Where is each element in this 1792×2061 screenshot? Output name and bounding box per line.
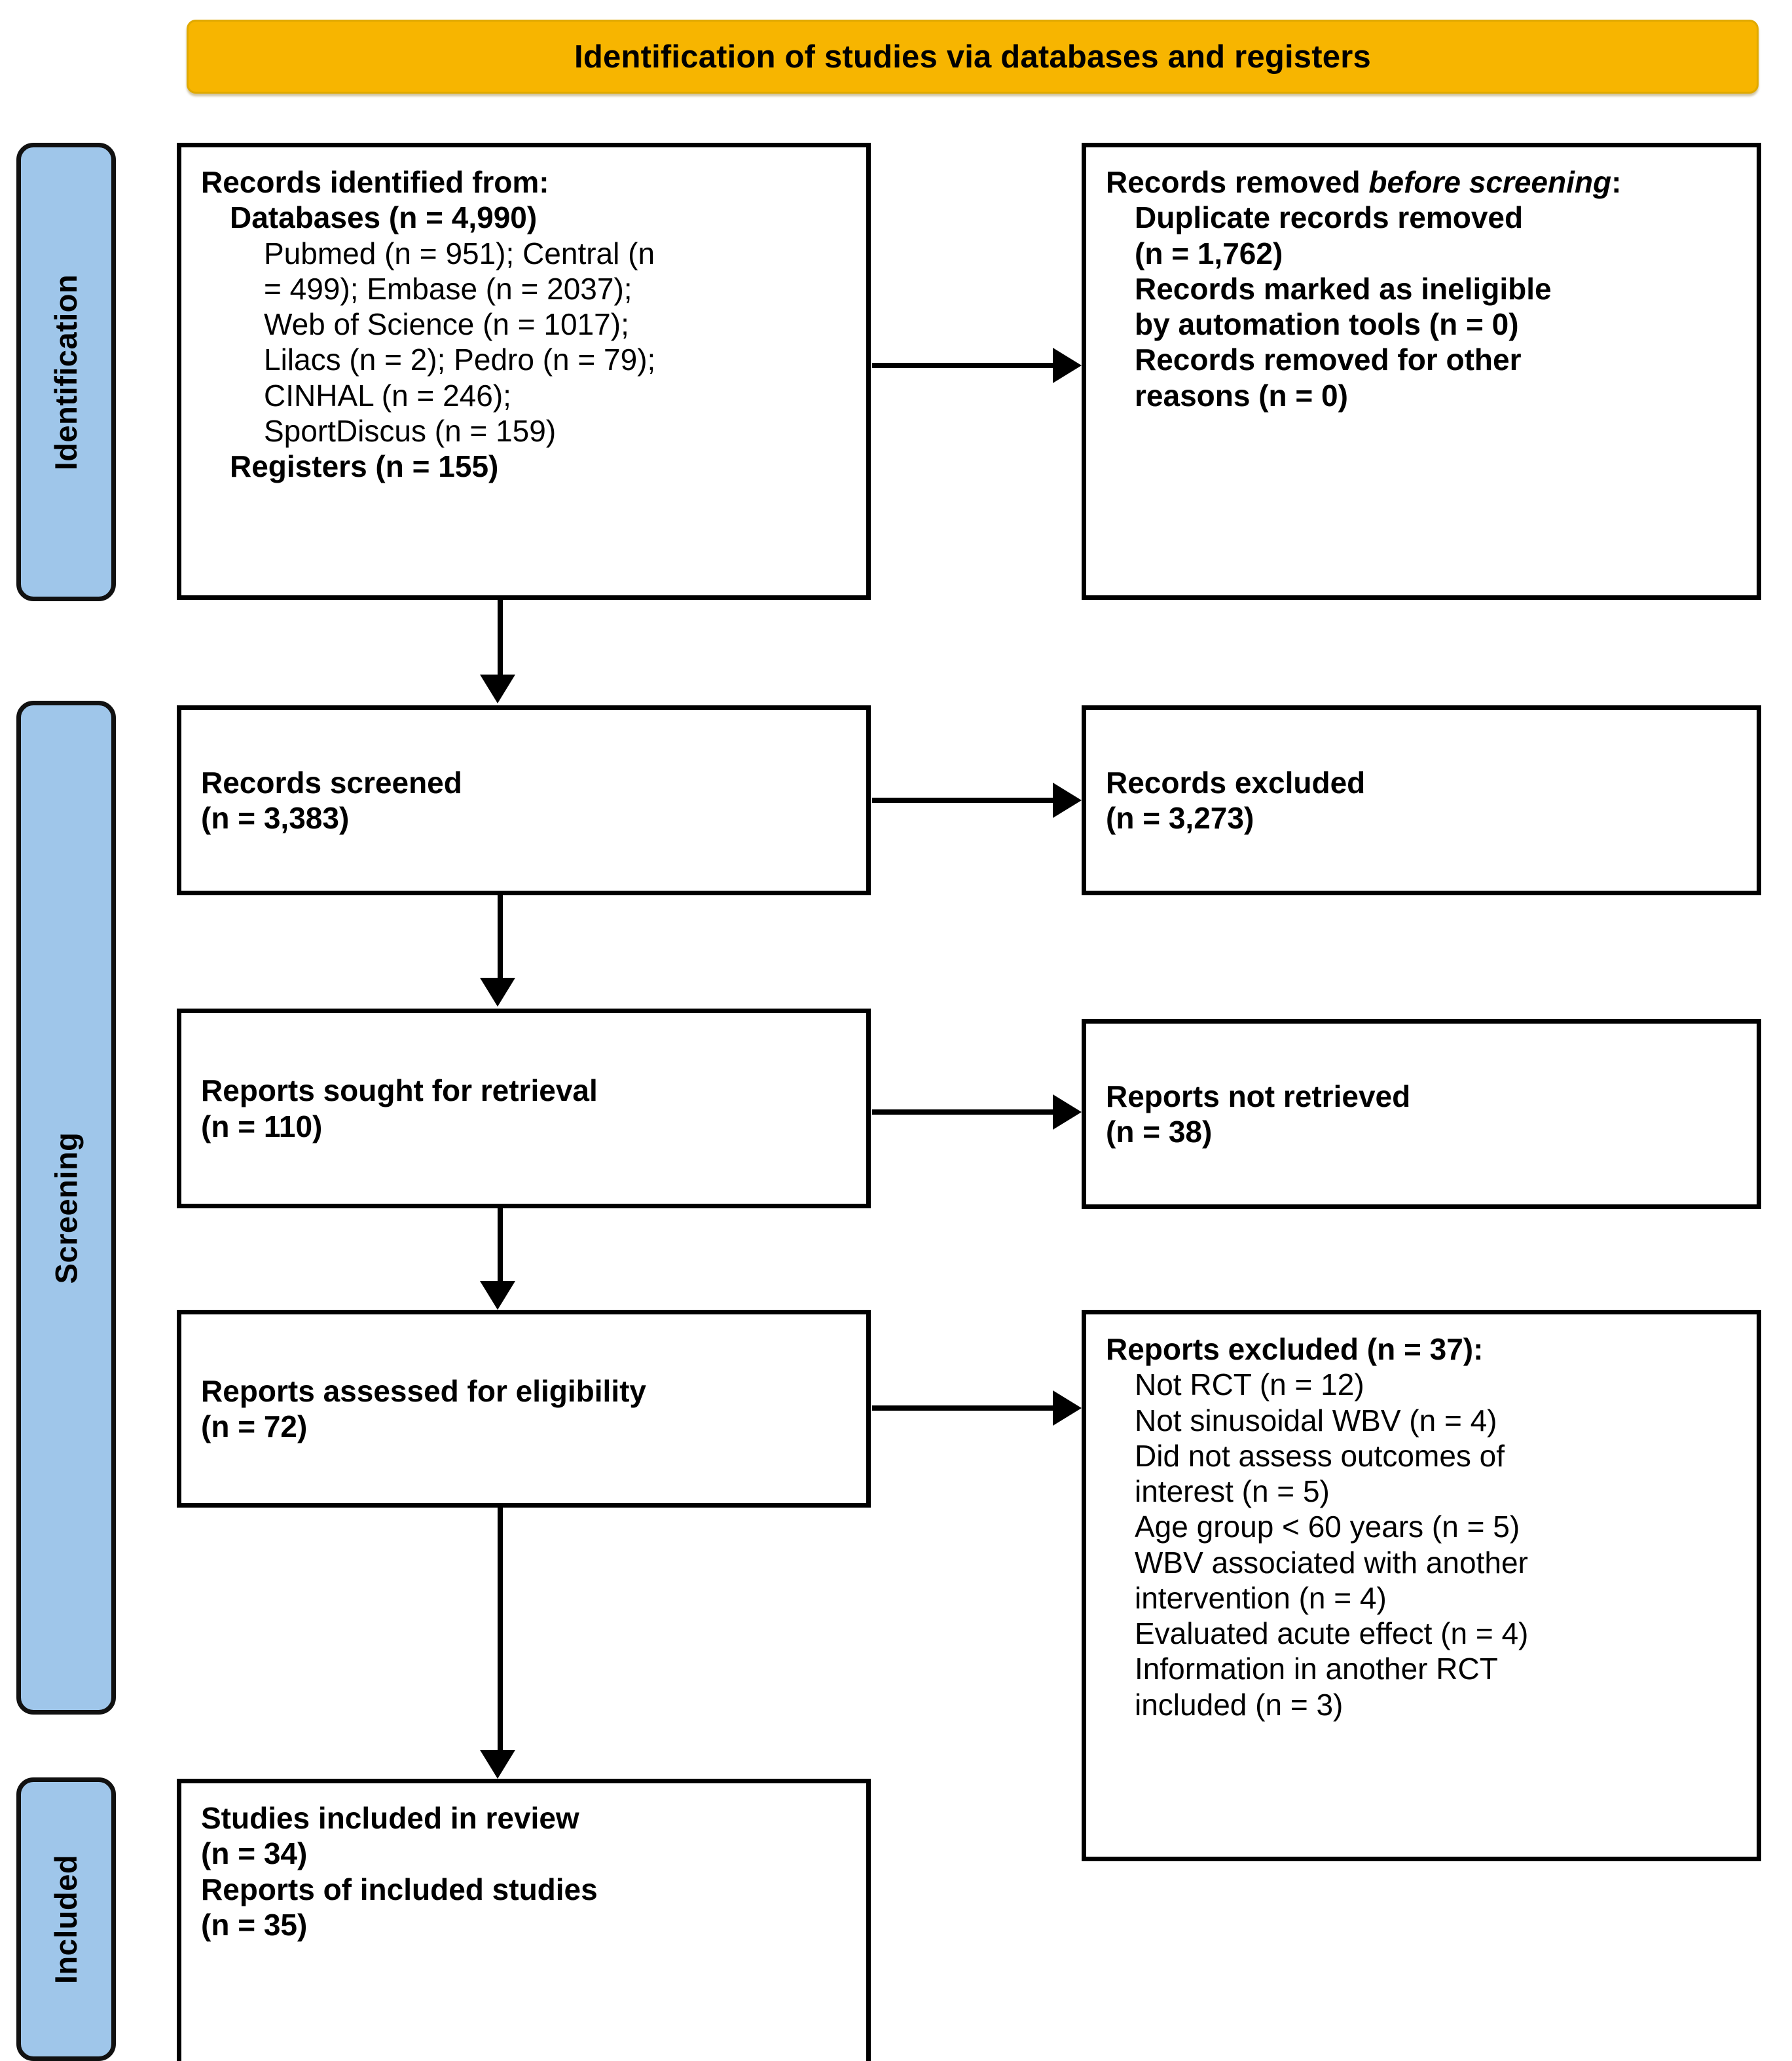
records-excluded-label: Records excluded: [1106, 765, 1366, 800]
stage-rail-identification: Identification: [16, 143, 116, 601]
records-identified-source-line: Web of Science (n = 1017);: [264, 307, 629, 342]
arrowhead-right-icon: [1053, 783, 1082, 818]
reports-excluded-reason: Evaluated acute effect (n = 4): [1135, 1616, 1529, 1651]
records-removed-heading-colon: :: [1611, 165, 1622, 199]
records-removed-item: reasons (n = 0): [1135, 378, 1348, 413]
records-removed-item: Duplicate records removed: [1135, 200, 1524, 235]
studies-included-count: (n = 34): [201, 1836, 308, 1871]
reports-excluded-reason: interest (n = 5): [1135, 1474, 1330, 1509]
studies-included-label: Studies included in review: [201, 1801, 579, 1835]
reports-sought-label: Reports sought for retrieval: [201, 1073, 598, 1108]
stage-label-screening: Screening: [48, 1132, 84, 1284]
records-screened-label: Records screened: [201, 765, 462, 800]
arrow-assessed-to-reports-excluded: [872, 1405, 1053, 1411]
box-records-excluded: Records excluded (n = 3,273): [1082, 705, 1761, 895]
arrowhead-down-icon: [480, 978, 515, 1007]
arrowhead-right-icon: [1053, 348, 1082, 383]
stage-rail-screening: Screening: [16, 701, 116, 1715]
box-reports-assessed-for-eligibility: Reports assessed for eligibility (n = 72…: [177, 1310, 871, 1508]
reports-included-label: Reports of included studies: [201, 1872, 598, 1906]
arrowhead-down-icon: [480, 675, 515, 703]
reports-excluded-reason: Information in another RCT: [1135, 1652, 1498, 1686]
arrowhead-right-icon: [1053, 1094, 1082, 1130]
box-reports-excluded-reasons: Reports excluded (n = 37): Not RCT (n = …: [1082, 1310, 1761, 1861]
arrow-assessed-to-included: [498, 1508, 503, 1750]
reports-excluded-reason: Not sinusoidal WBV (n = 4): [1135, 1403, 1497, 1438]
reports-excluded-reason: included (n = 3): [1135, 1687, 1344, 1722]
arrow-sought-to-assessed: [498, 1208, 503, 1281]
arrow-screened-to-excluded: [872, 798, 1053, 803]
records-removed-item: (n = 1,762): [1135, 236, 1283, 270]
stage-label-included: Included: [48, 1854, 84, 1984]
records-identified-source-line: = 499); Embase (n = 2037);: [264, 271, 632, 306]
box-studies-included: Studies included in review (n = 34) Repo…: [177, 1779, 871, 2061]
reports-excluded-reason: Not RCT (n = 12): [1135, 1367, 1364, 1402]
reports-excluded-reason: Age group < 60 years (n = 5): [1135, 1510, 1520, 1544]
records-identified-source-line: Lilacs (n = 2); Pedro (n = 79);: [264, 343, 656, 377]
records-excluded-count: (n = 3,273): [1106, 801, 1254, 835]
records-identified-registers: Registers (n = 155): [230, 449, 499, 484]
stage-label-identification: Identification: [48, 274, 84, 470]
records-screened-count: (n = 3,383): [201, 801, 350, 835]
arrowhead-down-icon: [480, 1750, 515, 1779]
stage-rail-included: Included: [16, 1777, 116, 2061]
records-removed-item: Records removed for other: [1135, 343, 1522, 377]
arrow-sought-to-not-retrieved: [872, 1109, 1053, 1115]
records-removed-heading: Records removed before screening:: [1106, 164, 1737, 200]
records-removed-heading-plain: Records removed: [1106, 165, 1369, 199]
box-reports-not-retrieved: Reports not retrieved (n = 38): [1082, 1019, 1761, 1209]
reports-excluded-reason: Did not assess outcomes of: [1135, 1438, 1505, 1473]
arrow-identified-to-screened: [498, 600, 503, 675]
records-removed-item: Records marked as ineligible: [1135, 271, 1552, 306]
arrow-identified-to-removed: [872, 363, 1053, 368]
box-records-screened: Records screened (n = 3,383): [177, 705, 871, 895]
box-records-identified: Records identified from: Databases (n = …: [177, 143, 871, 600]
arrowhead-down-icon: [480, 1281, 515, 1310]
records-identified-source-line: Pubmed (n = 951); Central (n: [264, 236, 655, 270]
box-reports-sought-for-retrieval: Reports sought for retrieval (n = 110): [177, 1009, 871, 1208]
arrowhead-right-icon: [1053, 1390, 1082, 1426]
records-identified-source-line: CINHAL (n = 246);: [264, 378, 511, 413]
reports-included-count: (n = 35): [201, 1907, 308, 1942]
reports-not-retrieved-count: (n = 38): [1106, 1115, 1213, 1149]
records-removed-item: by automation tools (n = 0): [1135, 307, 1519, 342]
records-removed-heading-italic: before screening: [1368, 165, 1612, 199]
reports-assessed-count: (n = 72): [201, 1409, 308, 1443]
reports-excluded-reason: WBV associated with another: [1135, 1545, 1528, 1580]
records-identified-source-line: SportDiscus (n = 159): [264, 413, 557, 448]
diagram-header-banner: Identification of studies via databases …: [187, 20, 1759, 94]
reports-excluded-reason: intervention (n = 4): [1135, 1580, 1387, 1615]
box-records-removed-before-screening: Records removed before screening: Duplic…: [1082, 143, 1761, 600]
reports-sought-count: (n = 110): [201, 1109, 323, 1143]
diagram-title: Identification of studies via databases …: [574, 39, 1371, 75]
reports-excluded-heading: Reports excluded (n = 37):: [1106, 1332, 1484, 1366]
arrow-screened-to-sought: [498, 895, 503, 978]
records-identified-databases: Databases (n = 4,990): [230, 200, 538, 235]
reports-not-retrieved-label: Reports not retrieved: [1106, 1079, 1411, 1113]
reports-assessed-label: Reports assessed for eligibility: [201, 1373, 647, 1408]
records-identified-heading: Records identified from:: [201, 165, 549, 199]
